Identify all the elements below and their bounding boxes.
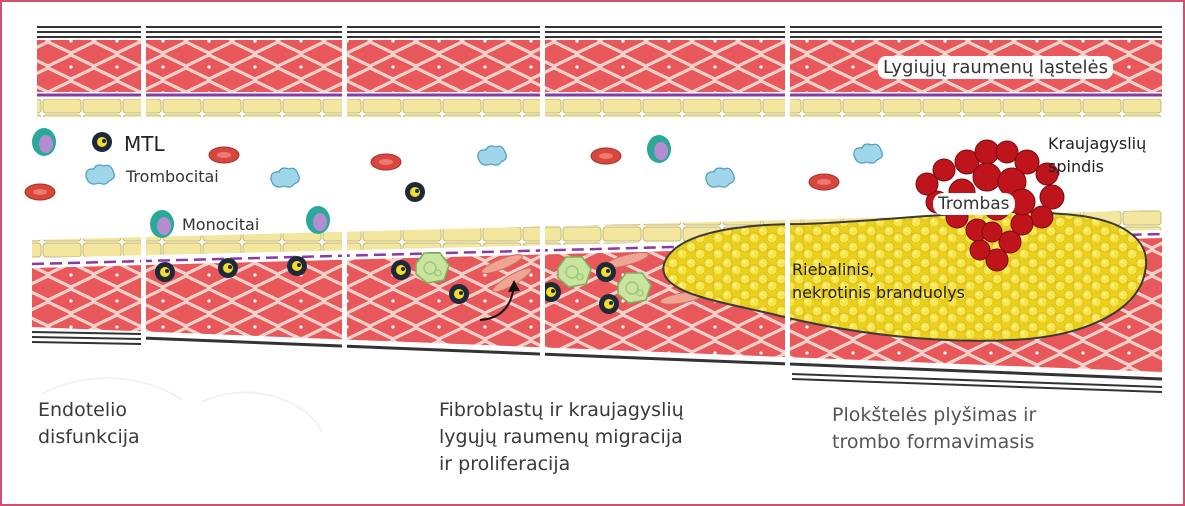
monocytes-label: Monocitai (182, 215, 259, 234)
stage3-caption-line1: Plokštelės plyšimas ir (832, 402, 1036, 429)
stage1-caption: Endotelio disfunkcija (38, 397, 140, 451)
stage1-caption-line2: disfunkcija (38, 424, 140, 451)
stage2-caption-line1: Fibroblastų ir kraujagyslių (439, 397, 684, 424)
vessel-lumen-label-line1: Kraujagyslių (1048, 134, 1146, 153)
platelets-label: Trombocitai (126, 167, 219, 186)
stage2-caption: Fibroblastų ir kraujagyslių lygųjų raume… (439, 397, 684, 478)
upper-endothelium (37, 99, 1162, 117)
stage2-caption-line3: ir proliferacija (439, 451, 684, 478)
stage1-caption-line1: Endotelio (38, 397, 140, 424)
stage3-caption-line2: trombo formavimasis (832, 429, 1036, 456)
smooth-muscle-cells-label: Lygiųjų raumenų ląstelės (878, 56, 1113, 79)
lipid-core-label-line1: Riebalinis, (792, 260, 874, 279)
stage2-caption-line2: lygųjų raumenų migracija (439, 424, 684, 451)
ldl-label: MTL (124, 132, 165, 156)
vessel-lumen-label-line2: spindis (1048, 157, 1104, 176)
lipid-core-label-line2: nekrotinis branduolys (792, 283, 965, 302)
thrombus-label: Trombas (933, 193, 1015, 215)
stage3-caption: Plokštelės plyšimas ir trombo formavimas… (832, 402, 1036, 456)
